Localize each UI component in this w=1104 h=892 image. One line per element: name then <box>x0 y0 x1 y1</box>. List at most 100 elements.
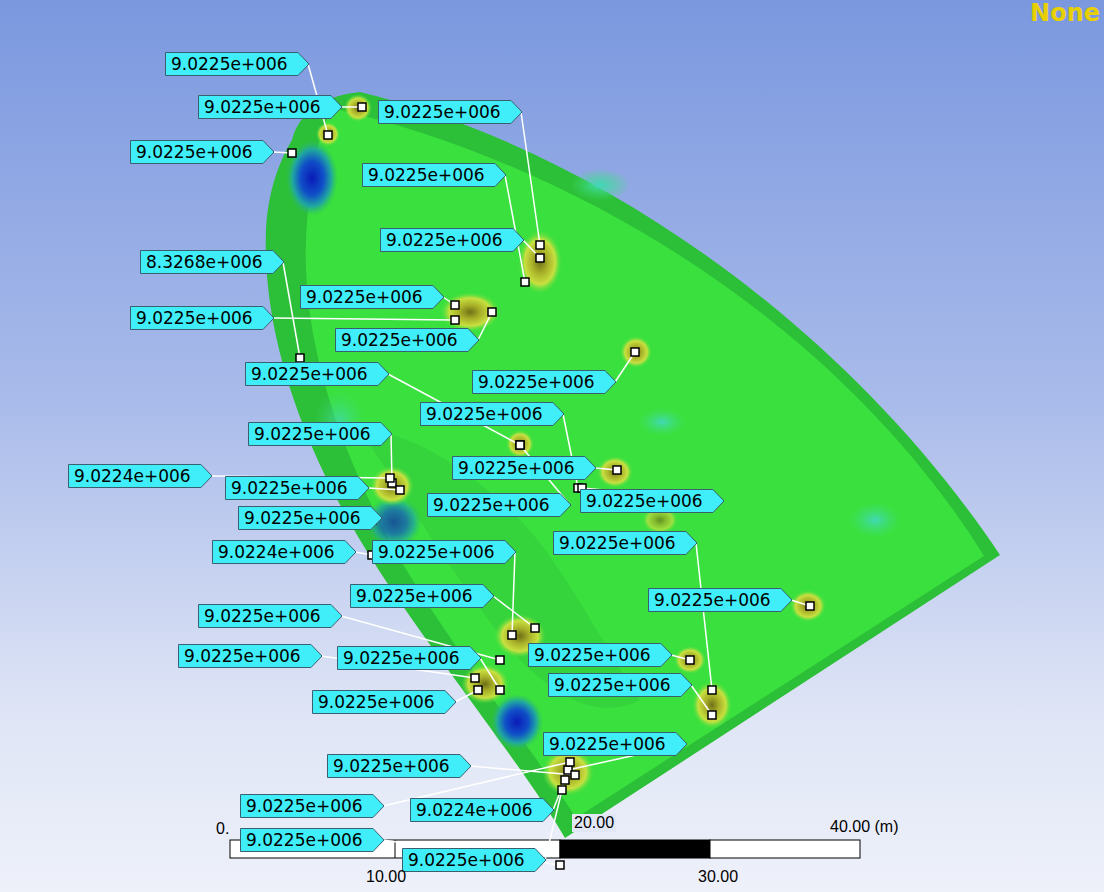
probe-marker <box>558 786 566 794</box>
probe-callout: 9.0225e+006 <box>548 673 693 697</box>
probe-value: 9.0225e+006 <box>337 646 460 670</box>
callout-outline <box>239 507 383 530</box>
probe-callout: 9.0225e+006 <box>402 848 547 872</box>
probe-value: 9.0225e+006 <box>420 402 543 426</box>
probe-value: 9.0225e+006 <box>165 52 288 76</box>
probe-value: 9.0225e+006 <box>240 828 363 852</box>
callout-outline <box>649 589 793 612</box>
probe-callout: 9.0225e+006 <box>165 52 310 76</box>
probe-callout: 9.0224e+006 <box>68 464 213 488</box>
callout-outline <box>166 53 310 76</box>
leader-line <box>512 552 515 635</box>
probe-callout: 9.0225e+006 <box>198 604 343 628</box>
probe-marker <box>474 686 482 694</box>
probe-callout: 9.0225e+006 <box>178 644 323 668</box>
callout-outline <box>69 465 213 488</box>
probe-value: 9.0225e+006 <box>553 531 676 555</box>
probe-value: 9.0225e+006 <box>327 754 450 778</box>
probe-value: 9.0225e+006 <box>380 228 503 252</box>
probe-marker <box>496 686 504 694</box>
probe-callout: 9.0225e+006 <box>245 362 390 386</box>
probe-callout: 9.0225e+006 <box>312 690 457 714</box>
probe-marker <box>708 711 716 719</box>
leader-line <box>545 790 562 860</box>
probe-callout: 9.0225e+006 <box>372 540 517 564</box>
probe-callout: 9.0225e+006 <box>380 228 525 252</box>
callout-outline <box>336 329 480 352</box>
probe-value: 9.0225e+006 <box>580 489 703 513</box>
probe-value: 9.0225e+006 <box>240 794 363 818</box>
callout-outline <box>241 795 385 818</box>
callout-outline <box>473 371 617 394</box>
probe-callout: 9.0225e+006 <box>335 328 480 352</box>
probe-value: 9.0225e+006 <box>198 604 321 628</box>
probe-marker <box>451 316 459 324</box>
probe-value: 9.0225e+006 <box>350 584 473 608</box>
callout-outline <box>554 532 698 555</box>
leader-line <box>493 596 535 628</box>
probe-callout: 9.0225e+006 <box>553 531 698 555</box>
callout-outline <box>529 644 673 667</box>
probe-marker <box>806 602 814 610</box>
probe-value: 9.0225e+006 <box>548 673 671 697</box>
probe-marker <box>708 686 716 694</box>
callout-outline <box>363 164 507 187</box>
probe-callout: 9.0225e+006 <box>300 285 445 309</box>
probe-callout: 9.0225e+006 <box>198 95 343 119</box>
probe-marker <box>508 631 516 639</box>
callout-outline <box>453 457 597 480</box>
probe-value: 9.0225e+006 <box>248 422 371 446</box>
probe-marker <box>516 441 524 449</box>
probe-value: 9.0225e+006 <box>245 362 368 386</box>
callout-outline <box>351 585 495 608</box>
probe-value: 9.0225e+006 <box>130 140 253 164</box>
callout-outline <box>213 541 357 564</box>
probe-marker <box>686 656 694 664</box>
probe-value: 9.0225e+006 <box>300 285 423 309</box>
probe-callout: 9.0225e+006 <box>130 140 275 164</box>
leader-line <box>696 543 712 690</box>
callout-outline <box>421 403 565 426</box>
probe-marker <box>561 776 569 784</box>
probe-callout: 9.0225e+006 <box>580 489 725 513</box>
probe-callout: 9.0225e+006 <box>378 100 523 124</box>
probe-marker <box>536 241 544 249</box>
probe-callout: 9.0225e+006 <box>240 794 385 818</box>
probe-callout: 9.0225e+006 <box>420 402 565 426</box>
probe-callout: 9.0225e+006 <box>337 646 482 670</box>
probe-marker <box>296 354 304 362</box>
probe-value: 9.0225e+006 <box>452 456 575 480</box>
callout-outline <box>199 96 343 119</box>
probe-value: 9.0225e+006 <box>648 588 771 612</box>
probe-value: 9.0225e+006 <box>312 690 435 714</box>
probe-value: 8.3268e+006 <box>140 250 263 274</box>
probe-callout: 8.3268e+006 <box>140 250 285 274</box>
probe-value: 9.0225e+006 <box>427 493 550 517</box>
probe-marker <box>396 486 404 494</box>
callout-outline <box>328 755 472 778</box>
callout-outline <box>373 541 517 564</box>
probe-value: 9.0224e+006 <box>68 464 191 488</box>
probe-callout: 9.0225e+006 <box>240 828 385 852</box>
leader-line <box>368 488 400 490</box>
probe-value: 9.0225e+006 <box>238 506 361 530</box>
probe-marker <box>613 466 621 474</box>
view-title: None <box>1030 0 1100 26</box>
callout-outline <box>338 647 482 670</box>
probe-value: 9.0225e+006 <box>402 848 525 872</box>
probe-marker <box>496 656 504 664</box>
callout-outline <box>199 605 343 628</box>
callout-outline <box>581 490 725 513</box>
probe-marker <box>556 861 564 869</box>
probe-value: 9.0225e+006 <box>372 540 495 564</box>
probe-value: 9.0225e+006 <box>528 643 651 667</box>
probe-callout: 9.0225e+006 <box>225 476 370 500</box>
callout-outline <box>428 494 572 517</box>
probe-value: 9.0225e+006 <box>362 163 485 187</box>
callout-outline <box>381 229 525 252</box>
probe-marker <box>566 758 574 766</box>
probe-callout: 9.0224e+006 <box>410 798 555 822</box>
shell-outer <box>266 92 1000 838</box>
